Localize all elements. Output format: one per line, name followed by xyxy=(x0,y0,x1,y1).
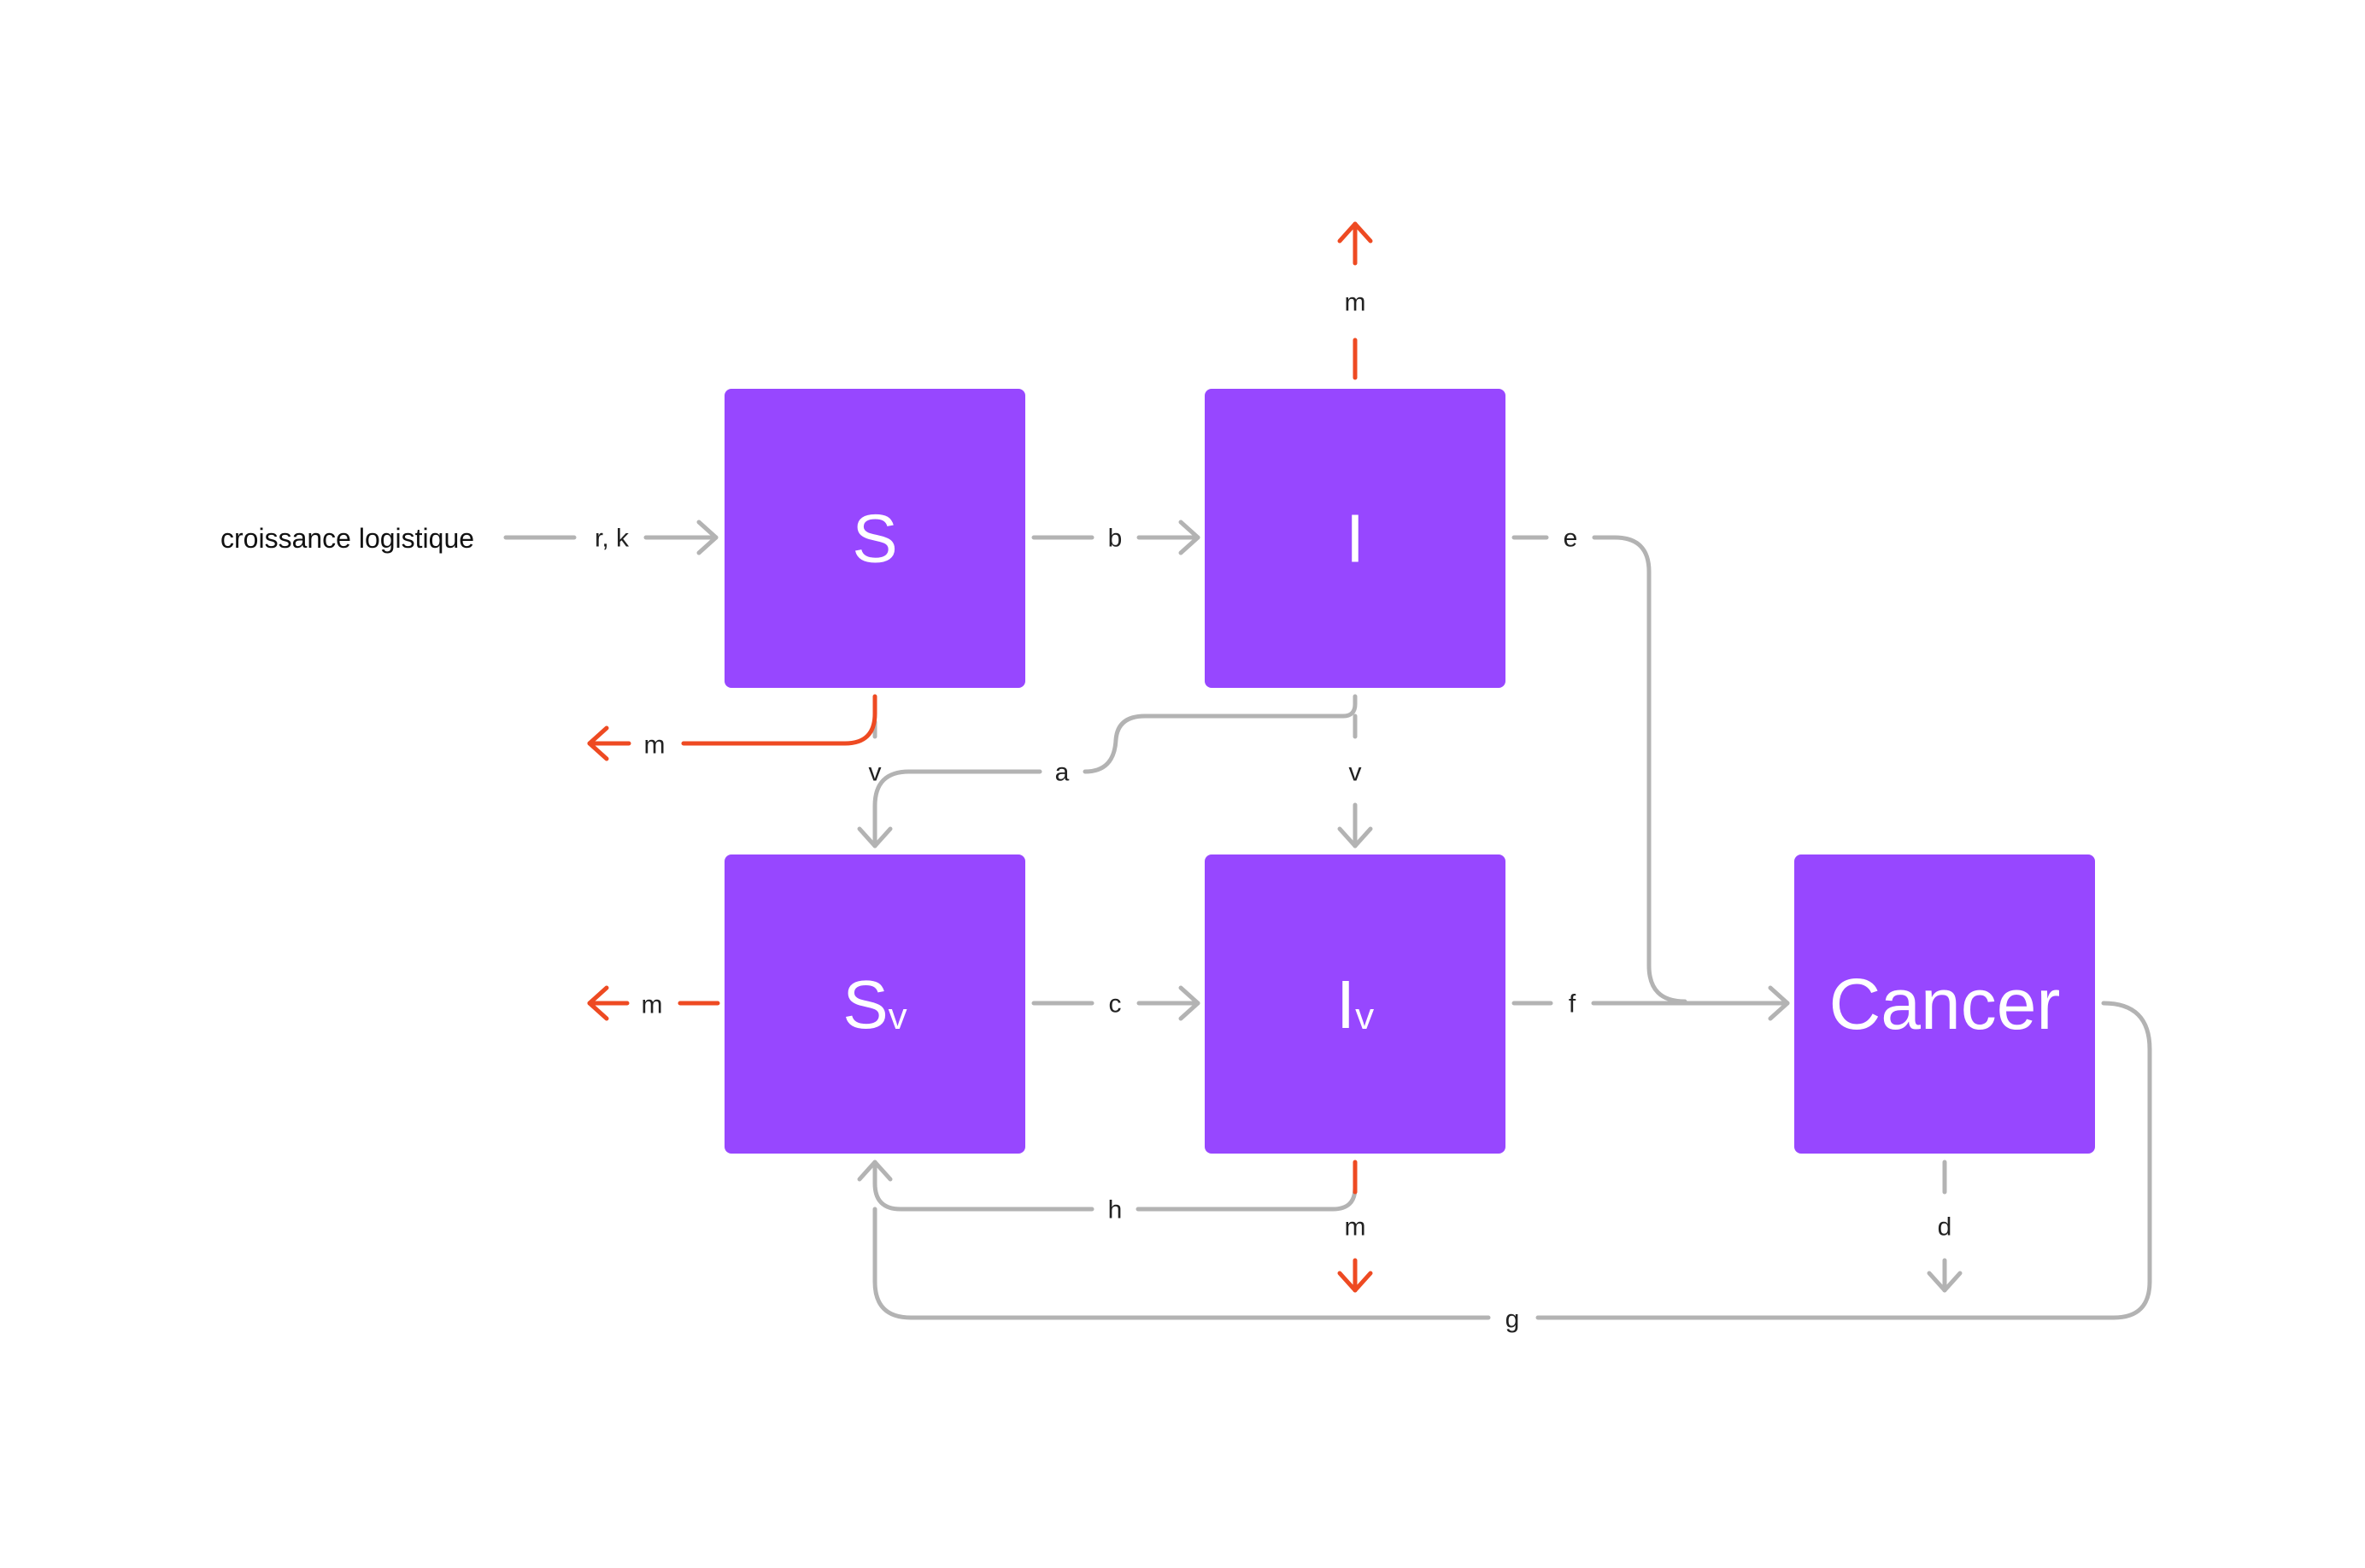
edge-g-label: g xyxy=(1505,1306,1520,1334)
node-iv: Iv xyxy=(1205,854,1505,1154)
arrowhead xyxy=(696,520,719,555)
input-label: croissance logistique xyxy=(220,523,474,554)
node-i: I xyxy=(1205,389,1505,688)
arrowhead xyxy=(1178,520,1200,555)
arrowhead xyxy=(1337,826,1373,849)
node-sv: Sv xyxy=(725,854,1025,1154)
input-rate-label: r, k xyxy=(595,525,630,553)
edge-a-label: a xyxy=(1055,759,1070,787)
svg-text:Iv: Iv xyxy=(1336,966,1374,1042)
edge-cancer-to-sv: g xyxy=(872,1001,2152,1334)
node-cancer: Cancer xyxy=(1794,854,2095,1154)
mortality-sv-label: m xyxy=(642,991,663,1019)
node-s-label: S xyxy=(852,501,897,577)
arrowhead xyxy=(1178,985,1200,1021)
mortality-iv-label: m xyxy=(1345,1213,1366,1242)
node-cancer-label: Cancer xyxy=(1829,964,2061,1044)
edge-cancer-out: d xyxy=(1927,1160,1963,1293)
mortality-iv-bottom: m xyxy=(1337,1160,1373,1293)
mortality-s-left: m xyxy=(587,694,877,761)
edge-i-to-sv: a xyxy=(857,694,1358,849)
edge-d-label: d xyxy=(1938,1213,1952,1242)
mortality-i-top: m xyxy=(1337,221,1373,380)
edge-i-v-label: v xyxy=(1349,759,1362,787)
arrowhead xyxy=(857,826,893,849)
arrowhead xyxy=(1768,985,1790,1021)
edge-s-v-label: v xyxy=(869,759,882,787)
svg-text:Sv: Sv xyxy=(842,966,907,1042)
edge-c-label: c xyxy=(1109,990,1122,1019)
edge-s-to-i: b xyxy=(1031,520,1200,555)
arrowhead xyxy=(587,985,609,1021)
edge-e-label: e xyxy=(1564,525,1578,553)
edge-b-label: b xyxy=(1108,525,1123,553)
node-s: S xyxy=(725,389,1025,688)
mortality-s-label: m xyxy=(644,731,666,760)
edge-i-to-cancer: e xyxy=(1511,525,1687,1004)
mortality-sv-left: m xyxy=(587,985,720,1021)
edge-h-label: h xyxy=(1108,1196,1123,1224)
node-sv-label: S xyxy=(842,966,888,1042)
node-iv-subscript: v xyxy=(1355,995,1374,1037)
arrowhead xyxy=(857,1160,893,1182)
arrowhead xyxy=(1337,221,1373,244)
edge-iv-to-sv: h xyxy=(857,1160,1358,1224)
edge-input-to-s: croissance logistique r, k xyxy=(220,520,719,555)
arrowhead xyxy=(1927,1271,1963,1293)
node-i-label: I xyxy=(1346,501,1364,577)
edge-f-label: f xyxy=(1569,990,1576,1019)
edge-iv-to-cancer: f xyxy=(1511,985,1790,1021)
arrowhead xyxy=(587,725,609,761)
node-iv-label: I xyxy=(1336,966,1355,1042)
edge-i-to-iv: v xyxy=(1337,714,1373,849)
mortality-i-label: m xyxy=(1345,289,1366,317)
edge-sv-to-iv: c xyxy=(1031,985,1200,1021)
arrowhead xyxy=(1337,1271,1373,1293)
node-sv-subscript: v xyxy=(889,995,907,1037)
